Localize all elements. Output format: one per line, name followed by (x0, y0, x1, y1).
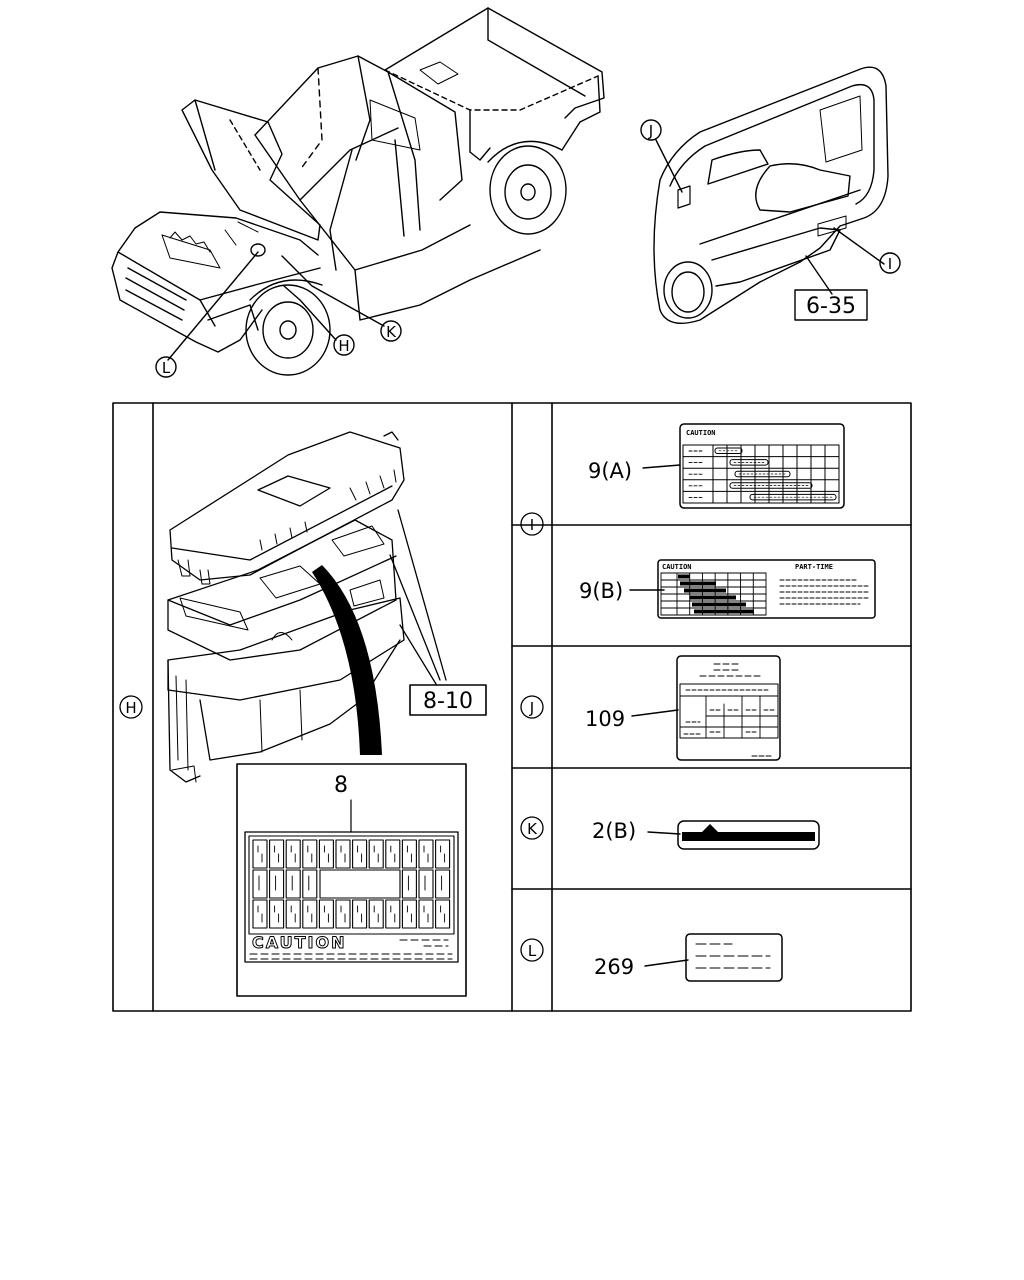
fuse-caution-text: CAUTION (252, 933, 346, 952)
label-2B (647, 820, 820, 850)
callout-J: J (648, 122, 653, 140)
row-letter-K: K (527, 820, 538, 838)
label-9B-caution: CAUTION (662, 563, 692, 571)
label-9A-caution: CAUTION (686, 429, 716, 437)
label-9A (642, 423, 845, 509)
fuse-box-illustration (167, 431, 487, 783)
detail-arrow (312, 565, 382, 755)
truck-illustration (111, 7, 605, 378)
part-label-8-10: 8-10 (423, 689, 473, 714)
row-letter-H: H (125, 699, 136, 717)
row-letter-J: J (529, 699, 534, 717)
label-269 (644, 933, 783, 982)
part-label-269: 269 (594, 955, 634, 979)
callout-K: K (386, 323, 397, 341)
part-label-9A: 9(A) (588, 459, 632, 483)
callout-L: L (162, 359, 171, 377)
callout-H: H (338, 337, 349, 355)
part-label-9B: 9(B) (579, 579, 623, 603)
door-panel-illustration (640, 66, 901, 324)
part-label-2B: 2(B) (592, 819, 636, 843)
door-reference-label: 6-35 (806, 294, 856, 319)
label-9B (629, 559, 876, 619)
label-109 (631, 655, 781, 761)
row-letter-L: L (528, 942, 537, 960)
label-table (112, 402, 912, 1012)
part-label-8: 8 (334, 773, 348, 798)
fuse-label-detail (236, 763, 467, 997)
row-letter-I: I (530, 516, 534, 534)
callout-I: I (888, 255, 892, 273)
label-9B-title: PART-TIME (795, 563, 833, 571)
part-label-109: 109 (585, 707, 625, 731)
